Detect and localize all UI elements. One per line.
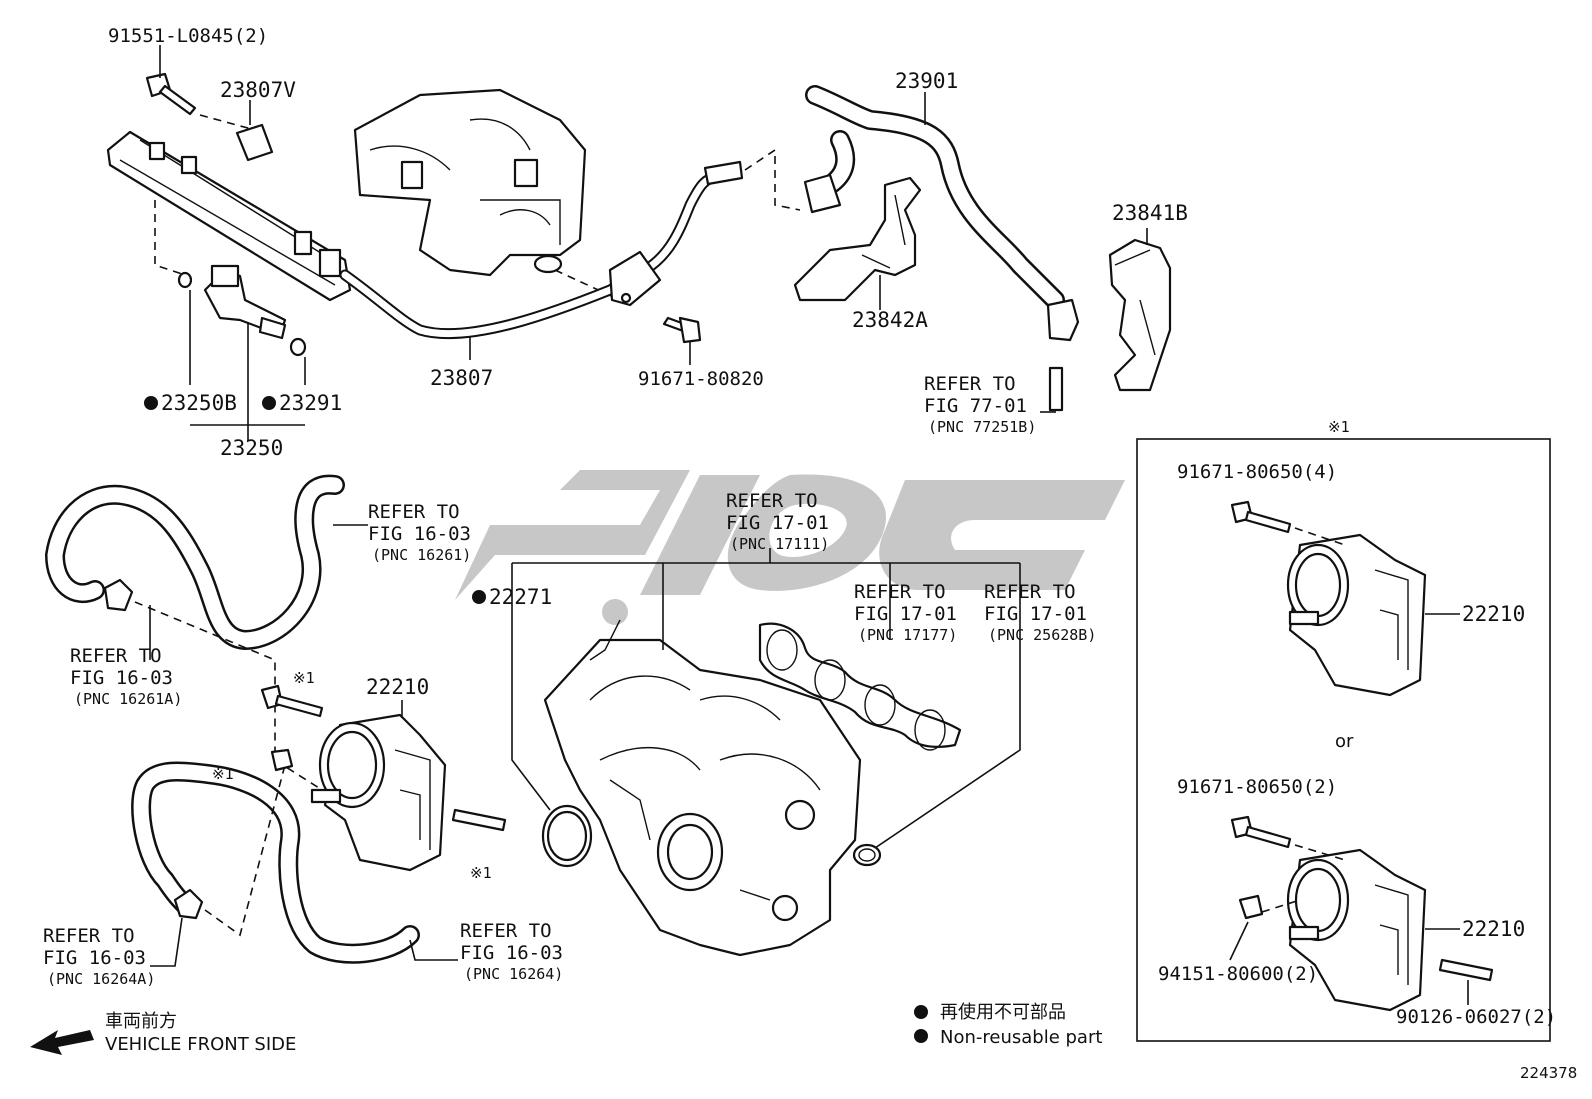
- label-23807V: 23807V: [220, 78, 296, 102]
- legend-dot-icon: [914, 1029, 928, 1043]
- leader-94151: [1229, 921, 1249, 961]
- injector-23250: [203, 264, 287, 340]
- pnc-16261: (PNC 16261): [372, 546, 471, 564]
- refer-to-17111: REFER TO: [726, 490, 818, 512]
- pnc-25628B: (PNC 25628B): [988, 626, 1096, 644]
- variant-box: [1136, 438, 1551, 1042]
- pnc-16261A: (PNC 16261A): [74, 690, 182, 708]
- label-90126: 90126-06027(2): [1396, 1006, 1556, 1028]
- intake-manifold: [543, 619, 862, 957]
- fig-16-03-a: FIG 16-03: [368, 523, 471, 545]
- gasket-25628B: [852, 843, 882, 867]
- fig-17-01-a: FIG 17-01: [726, 512, 829, 534]
- bolt-91671-80650-2: [1230, 815, 1346, 861]
- label-22271: 22271: [489, 585, 552, 609]
- refer-to-16264A: REFER TO: [43, 925, 135, 947]
- front-arrow-icon: [30, 1030, 94, 1055]
- legend-non-reusable-en: Non-reusable part: [940, 1027, 1102, 1048]
- label-23250: 23250: [220, 436, 283, 460]
- water-hose-16264: [131, 761, 420, 964]
- label-23807: 23807: [430, 366, 493, 390]
- label-91671-80650-4: 91671-80650(4): [1177, 461, 1337, 483]
- non-reusable-dot-icon: [472, 590, 486, 604]
- non-reusable-dot-icon: [144, 396, 158, 410]
- leader-dash-injector: [154, 200, 186, 276]
- leader-dash-vacuum: [744, 148, 801, 211]
- pnc-17111: (PNC 17111): [730, 535, 829, 553]
- nut-note1: [270, 748, 294, 772]
- refer-to-16264: REFER TO: [460, 920, 552, 942]
- label-22210-a: 22210: [1462, 602, 1525, 626]
- fig-77-01: FIG 77-01: [924, 395, 1027, 417]
- label-23291: 23291: [279, 391, 342, 415]
- label-91551: 91551-L0845(2): [108, 25, 268, 47]
- front-label-en: VEHICLE FRONT SIDE: [105, 1034, 296, 1055]
- label-22210-b: 22210: [1462, 917, 1525, 941]
- note1-left: ※1: [212, 765, 234, 783]
- label-23842A: 23842A: [852, 308, 928, 332]
- cushion-23807V: [235, 123, 274, 162]
- fuel-rail: [106, 130, 352, 302]
- fuel-pipe-23807: [339, 160, 744, 340]
- label-91671-80820: 91671-80820: [638, 368, 764, 390]
- bolt-91671-80650-4: [1230, 500, 1346, 546]
- refer-to-25628B: REFER TO: [984, 581, 1076, 603]
- water-hose-16261: [45, 474, 345, 650]
- label-22210-main: 22210: [366, 675, 429, 699]
- bolt-91671-80820: [662, 316, 702, 344]
- cover-23841B: [1108, 238, 1172, 392]
- gasket-17177: [758, 622, 962, 751]
- gasket-22271: [541, 804, 593, 868]
- fig-16-03-b: FIG 16-03: [70, 667, 173, 689]
- fig-16-03-c: FIG 16-03: [43, 947, 146, 969]
- fig-17-01-c: FIG 17-01: [984, 603, 1087, 625]
- engine-block: [353, 88, 621, 301]
- nut-94151: [1238, 894, 1264, 920]
- bracket-23842A: [793, 176, 922, 302]
- seal-23291: [289, 337, 307, 357]
- leader-dash-nut: [1261, 899, 1301, 913]
- label-91671-80650-2: 91671-80650(2): [1177, 776, 1337, 798]
- label-23901: 23901: [895, 69, 958, 93]
- stud-note1: [451, 808, 507, 832]
- fig-16-03-d: FIG 16-03: [460, 942, 563, 964]
- legend-non-reusable-jp: 再使用不可部品: [940, 1002, 1066, 1023]
- or-label: or: [1335, 731, 1354, 752]
- note1-box: ※1: [1328, 418, 1350, 436]
- refer-to-16261: REFER TO: [368, 501, 460, 523]
- pnc-16264: (PNC 16264): [464, 965, 563, 983]
- pnc-17177: (PNC 17177): [858, 626, 957, 644]
- note1-upper: ※1: [293, 669, 315, 687]
- non-reusable-dot-icon: [262, 396, 276, 410]
- pnc-16264A: (PNC 16264A): [47, 970, 155, 988]
- note1-stud: ※1: [470, 864, 492, 882]
- o-ring-23250B: [177, 271, 193, 289]
- refer-to-17177: REFER TO: [854, 581, 946, 603]
- label-23250B: 23250B: [161, 391, 237, 415]
- figure-number: 224378: [1520, 1064, 1577, 1082]
- bolt-91551: [145, 72, 256, 131]
- pipe-stub-77251B: [1048, 366, 1064, 412]
- front-label-jp: 車両前方: [105, 1011, 177, 1032]
- bolt-note1-upper: [260, 684, 324, 718]
- refer-to-16261A: REFER TO: [70, 645, 162, 667]
- manifold-leaders: [511, 548, 1021, 849]
- throttle-body-22210-variant-b: [1286, 848, 1427, 1012]
- leader-lines: [149, 45, 1148, 967]
- fig-17-01-b: FIG 17-01: [854, 603, 957, 625]
- pnc-77251B: (PNC 77251B): [928, 418, 1036, 436]
- stud-90126: [1438, 958, 1494, 982]
- throttle-body-22210: [310, 713, 447, 872]
- throttle-body-22210-variant-a: [1286, 533, 1427, 697]
- label-94151: 94151-80600(2): [1158, 963, 1318, 985]
- leader-dash-hose-upper: [134, 601, 331, 796]
- refer-to-77: REFER TO: [924, 373, 1016, 395]
- vacuum-hose-23901: [803, 85, 1080, 342]
- label-23841B: 23841B: [1112, 201, 1188, 225]
- legend-dot-icon: [914, 1005, 928, 1019]
- leader-dash-hose-lower: [204, 764, 286, 937]
